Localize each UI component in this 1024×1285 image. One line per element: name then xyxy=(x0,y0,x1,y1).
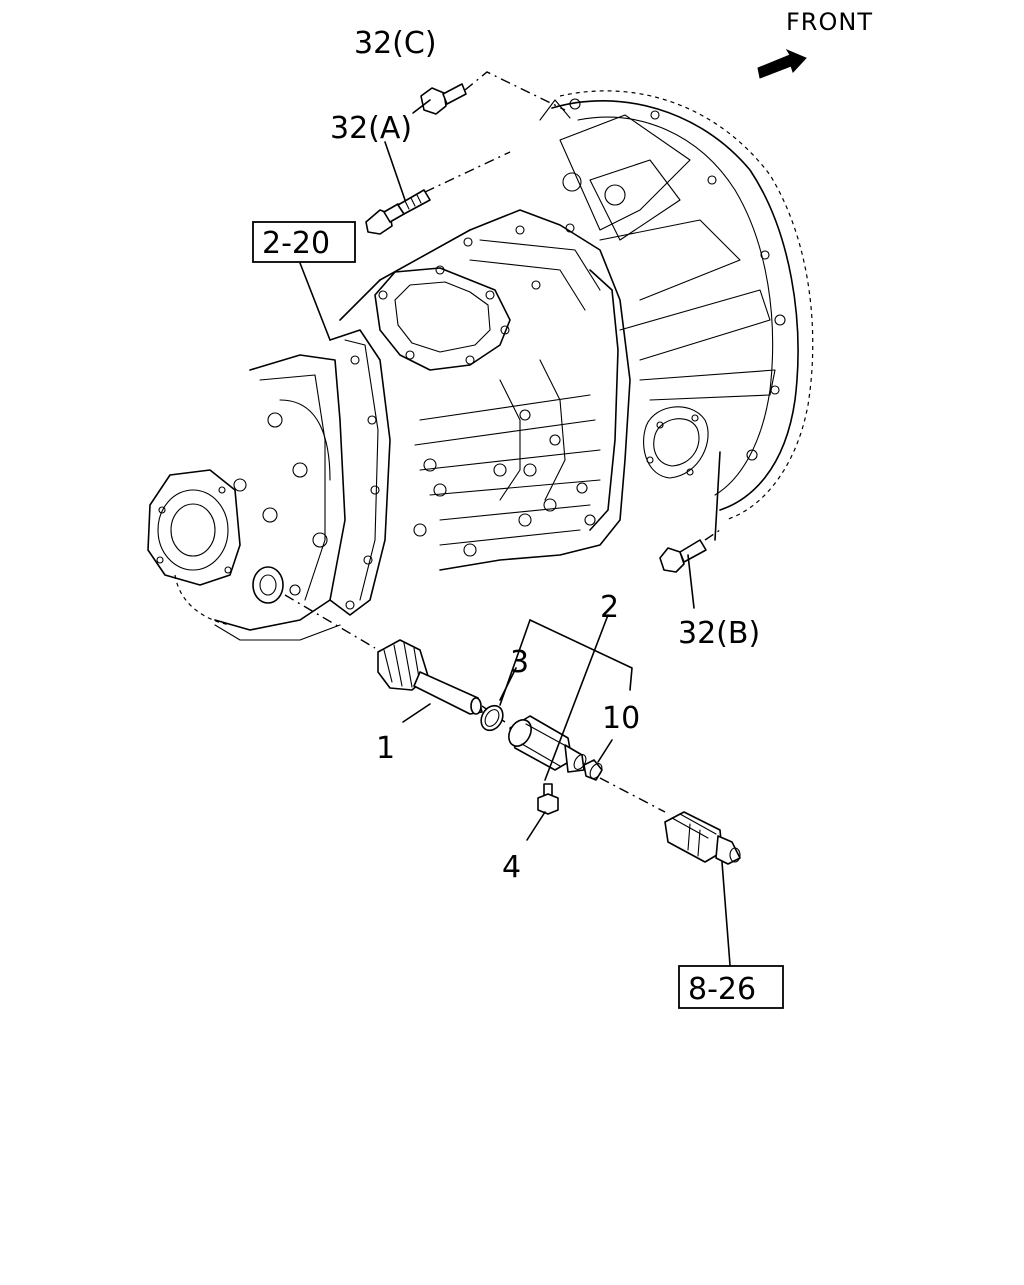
callout-4: 4 xyxy=(502,850,521,885)
o-ring-part-3 xyxy=(480,704,504,732)
lock-bolt-part-4 xyxy=(537,783,559,815)
ref-2-20-label: 2-20 xyxy=(262,226,330,261)
callout-3: 3 xyxy=(510,645,529,680)
front-arrow-icon xyxy=(757,48,807,79)
ref-8-26-label: 8-26 xyxy=(688,972,756,1007)
transmission-assembly xyxy=(147,90,814,641)
callout-1: 1 xyxy=(376,731,395,766)
callout-2: 2 xyxy=(600,590,619,625)
ref-box-8-26[interactable]: 8-26 xyxy=(678,965,784,1009)
ref-box-2-20[interactable]: 2-20 xyxy=(252,221,356,263)
callout-10: 10 xyxy=(602,701,640,736)
bolt-32b xyxy=(659,539,707,573)
driven-gear-part-1 xyxy=(377,639,483,715)
callout-32b: 32(B) xyxy=(678,616,760,651)
front-indicator: FRONT xyxy=(757,8,873,79)
bushing-part-10 xyxy=(583,759,603,781)
callout-32a: 32(A) xyxy=(330,111,412,146)
leader-lines xyxy=(299,99,731,966)
callout-32c: 32(C) xyxy=(354,26,437,61)
front-label: FRONT xyxy=(786,8,873,36)
speed-sensor xyxy=(664,811,741,865)
sleeve-part-2 xyxy=(508,715,587,773)
bolt-32c xyxy=(420,83,467,115)
stud-32a xyxy=(365,189,431,235)
